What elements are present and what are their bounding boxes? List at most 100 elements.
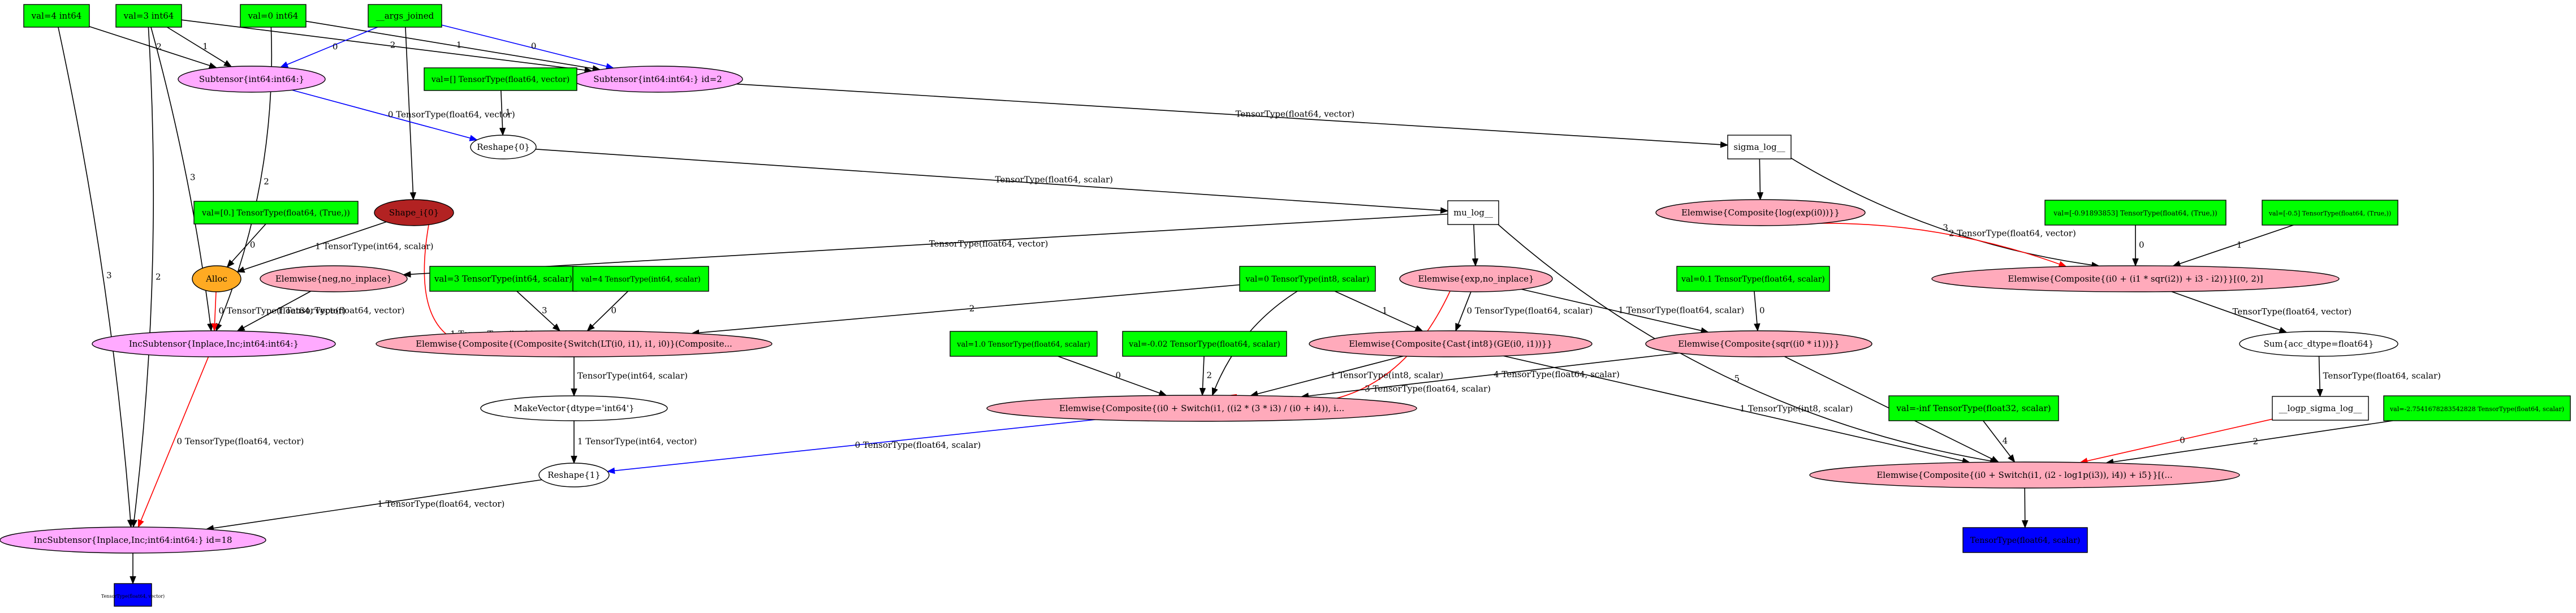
node-ecomp1: Elemwise{Composite{(i0 + (i1 * sqr(i2)) …: [1931, 265, 2340, 292]
edge-label: 5: [1734, 373, 1740, 383]
node-c-m05: val=[-0.5] TensorType(float64, (True,)): [2262, 200, 2398, 226]
edge-label: 0: [531, 41, 537, 51]
node-box: [1447, 200, 1499, 225]
node-box: [2262, 200, 2398, 226]
node-box: [424, 67, 577, 91]
edge-label: TensorType(float64, vector): [1236, 109, 1355, 119]
node-ellipse: [374, 199, 454, 226]
edge-args-to-sub2: [441, 24, 615, 70]
edge-c_val4-to-incsub18: [58, 27, 134, 528]
node-incsub18: IncSubtensor{Inplace,Inc;int64:int64:} i…: [0, 526, 266, 554]
edge-reshape1-to-incsub18: [205, 479, 542, 532]
node-label: Reshape{0}: [477, 142, 530, 152]
node-label: Elemwise{Composite{Cast{int8}(GE(i0, i1)…: [1349, 339, 1552, 349]
edge-c_s3-to-eswitch: [516, 291, 561, 332]
edge-label: 2: [2253, 436, 2259, 446]
edge-label: TensorType(float64, scalar): [2323, 370, 2441, 381]
node-ellipse: [192, 265, 241, 292]
edge-c_val3-to-incsub18: [131, 27, 154, 528]
node-label: Elemwise{Composite{(i0 + Switch(i1, (i2 …: [1876, 470, 2172, 480]
node-c-f002: val=-0.02 TensorType(float64, scalar): [1122, 331, 1287, 357]
edge-sub2-to-sigma: [736, 83, 1729, 148]
node-sub2: Subtensor{int64:int64:} id=2: [572, 66, 743, 93]
node-label: Elemwise{Composite{(Composite{Switch(LT(…: [416, 339, 732, 349]
node-label: val=0 int64: [248, 11, 299, 21]
edge-sigma-to-elog: [1757, 158, 1764, 201]
edge-label: 0: [333, 41, 338, 51]
edge-reshape0-to-mu: [535, 149, 1449, 214]
edge-label: 2 TensorType(float64, vector): [1949, 228, 2076, 238]
node-label: MakeVector{dtype='int64'}: [514, 403, 634, 413]
edge-label: 0 TensorType(float64, vector): [177, 436, 304, 446]
edge-label: 2: [969, 304, 975, 314]
node-makevector: MakeVector{dtype='int64'}: [480, 395, 668, 421]
node-label: Shape_i{0}: [389, 208, 439, 218]
node-out-left: TensorType(float64, vector): [101, 583, 165, 607]
node-alloc: Alloc: [192, 265, 241, 292]
node-label: __logp_sigma_log__: [2279, 403, 2362, 413]
node-box: [950, 331, 1098, 357]
node-box: [1676, 266, 1830, 292]
edge-label: 4: [2003, 436, 2008, 446]
node-sigma: sigma_log__: [1727, 135, 1792, 159]
node-incsub1: IncSubtensor{Inplace,Inc;int64:int64:}: [92, 330, 336, 357]
node-box: [2272, 396, 2369, 421]
node-box: [1727, 135, 1792, 159]
edge-args-to-sub1: [279, 27, 378, 68]
edge-label: TensorType(float64, vector): [929, 239, 1048, 249]
node-esqr: Elemwise{Composite{sqr((i0 * i1))}}: [1645, 330, 1872, 357]
node-ellipse: [2239, 331, 2398, 357]
edge-label: 0: [611, 305, 616, 316]
edge-ecast-to-ecomp_final: [1503, 355, 1971, 464]
node-elog: Elemwise{Composite{log(exp(i0))}}: [1655, 199, 1866, 226]
edge-label: 0: [1116, 370, 1121, 381]
edge-eexp-to-ecast: [1455, 291, 1472, 332]
node-ellipse: [1399, 265, 1553, 292]
node-label: val=0 TensorType(int8, scalar): [1245, 275, 1370, 284]
node-label: val=[-0.5] TensorType(float64, (True,)): [2268, 210, 2391, 217]
edge-label: 0 TensorType(float64, vector): [219, 305, 346, 316]
node-ellipse: [538, 463, 610, 487]
node-eswitch: Elemwise{Composite{(Composite{Switch(LT(…: [376, 330, 773, 357]
node-ellipse: [0, 526, 266, 554]
node-label: val=3 TensorType(int64, scalar): [434, 274, 572, 284]
edge-ecast-to-eswitch2: [1250, 355, 1404, 397]
edge-args-to-shape_i0: [405, 27, 417, 201]
edge-label: 1: [456, 40, 462, 50]
edge-c_val3-to-sub2: [181, 19, 593, 74]
node-label: TensorType(float64, vector): [101, 594, 165, 599]
edge-label: 0 TensorType(float64, scalar): [855, 440, 981, 450]
node-box: [368, 4, 442, 28]
edge-incsub1-to-incsub18: [137, 356, 209, 528]
node-sub1: Subtensor{int64:int64:}: [178, 66, 326, 93]
node-label: Elemwise{Composite{(i0 + (i1 * sqr(i2)) …: [2008, 274, 2263, 284]
edge-c_m05-to-ecomp1: [2172, 225, 2294, 267]
node-label: Elemwise{neg,no_inplace}: [275, 274, 392, 284]
node-c-val4: val=4 int64: [23, 4, 90, 28]
edge-c_vecempty-to-reshape0: [499, 90, 506, 136]
edge-label: 0 TensorType(float64, scalar): [1467, 305, 1593, 316]
node-ellipse: [470, 135, 537, 159]
node-label: Subtensor{int64:int64:}: [199, 74, 304, 84]
edge-c_val3-to-sub1: [167, 27, 232, 67]
node-shape-i0: Shape_i{0}: [374, 199, 454, 226]
node-args: __args_joined: [368, 4, 442, 28]
edge-c_m275-to-ecomp_final: [2105, 420, 2393, 465]
node-ellipse: [92, 330, 336, 357]
edge-label: 1 TensorType(float64, vector): [278, 305, 405, 316]
node-ellipse: [1655, 199, 1866, 226]
edge-label: 1 TensorType(int64, scalar): [315, 241, 433, 252]
node-c-m275: val=-2.7541678283542828 TensorType(float…: [2383, 395, 2571, 421]
edge-eneg-to-incsub1: [236, 291, 312, 332]
node-label: Elemwise{Composite{(i0 + Switch(i1, ((i2…: [1059, 403, 1344, 413]
node-label: TensorType(float64, scalar): [1970, 536, 2081, 545]
node-label: val=4 int64: [31, 11, 82, 21]
node-ellipse: [480, 395, 668, 421]
edge-sum-to-logp_sigma: [2316, 356, 2323, 398]
node-ellipse: [1645, 330, 1872, 357]
node-c-vec0: val=[0.] TensorType(float64, (True,)): [193, 201, 359, 225]
node-label: val=0.1 TensorType(float64, scalar): [1681, 275, 1825, 284]
node-c-inf: val=-inf TensorType(float32, scalar): [1888, 395, 2059, 421]
edge-label: 1: [505, 107, 511, 118]
node-out-right: TensorType(float64, scalar): [1962, 527, 2088, 553]
